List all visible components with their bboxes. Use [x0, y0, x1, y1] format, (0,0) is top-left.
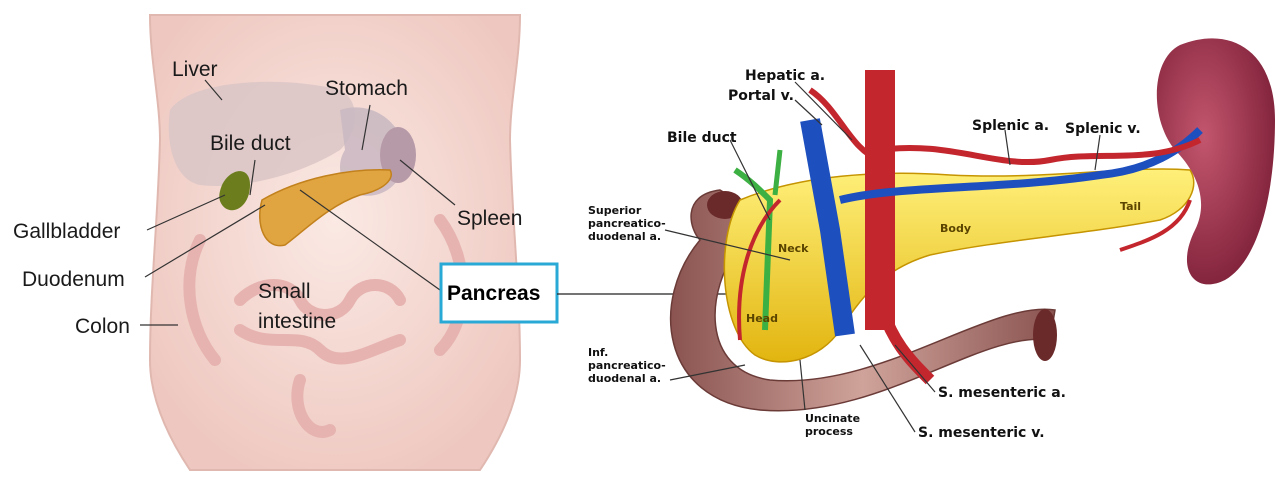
label-inf-1: Inf. — [588, 346, 608, 359]
label-s-mesenteric-v: S. mesenteric v. — [918, 425, 1045, 441]
label-spleen-left: Spleen — [457, 207, 522, 230]
label-superior-1: Superior — [588, 204, 642, 217]
duodenum-end — [1033, 309, 1057, 361]
label-neck: Neck — [778, 242, 809, 255]
label-colon: Colon — [75, 315, 130, 338]
label-small-intestine-1: Small — [258, 280, 311, 303]
label-pancreas: Pancreas — [447, 282, 540, 305]
label-uncinate-2: process — [805, 425, 853, 438]
label-uncinate-1: Uncinate — [805, 412, 860, 425]
label-liver: Liver — [172, 58, 218, 81]
label-superior-2: pancreatico- — [588, 217, 666, 230]
label-gallbladder: Gallbladder — [13, 220, 120, 243]
label-superior-3: duodenal a. — [588, 230, 661, 243]
label-bile-duct-right: Bile duct — [667, 130, 737, 146]
label-portal-v: Portal v. — [728, 88, 794, 104]
label-head: Head — [746, 312, 778, 325]
label-splenic-v: Splenic v. — [1065, 121, 1141, 137]
label-stomach: Stomach — [325, 77, 408, 100]
label-inf-3: duodenal a. — [588, 372, 661, 385]
label-hepatic-a: Hepatic a. — [745, 68, 825, 84]
label-duodenum: Duodenum — [22, 268, 125, 291]
label-s-mesenteric-a: S. mesenteric a. — [938, 385, 1066, 401]
label-body: Body — [940, 222, 971, 235]
label-splenic-a: Splenic a. — [972, 118, 1049, 134]
spleen-shape-right — [1157, 38, 1275, 284]
label-bile-duct-left: Bile duct — [210, 132, 291, 155]
label-tail: Tail — [1120, 200, 1141, 213]
label-inf-2: pancreatico- — [588, 359, 666, 372]
label-small-intestine-2: intestine — [258, 310, 336, 333]
